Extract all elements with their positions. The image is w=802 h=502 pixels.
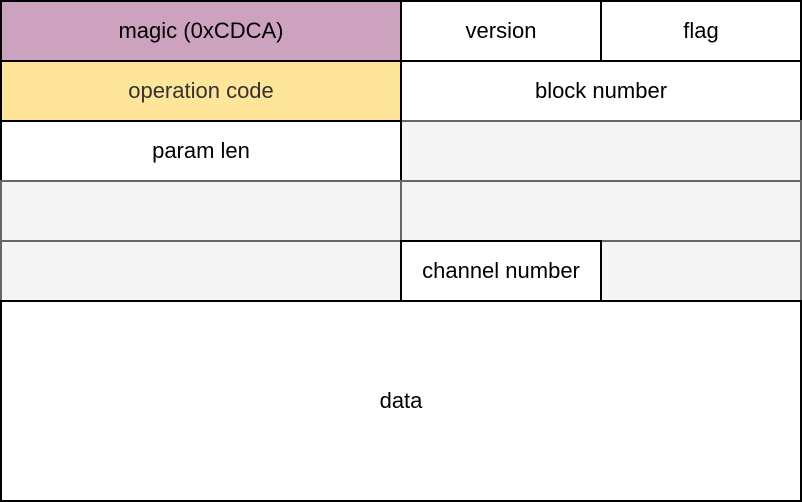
empty-field-row4-right — [400, 180, 802, 242]
version-label: version — [465, 18, 537, 43]
data-field: data — [0, 300, 802, 502]
operation-code-label: operation code — [128, 78, 274, 103]
empty-field-row4-left — [0, 180, 402, 242]
channel-number-label: channel number — [422, 258, 580, 283]
empty-field-row3-right — [400, 120, 802, 182]
magic-label: magic (0xCDCA) — [118, 18, 284, 43]
magic-field: magic (0xCDCA) — [0, 0, 402, 62]
flag-field: flag — [600, 0, 802, 62]
empty-field-row5-right — [600, 240, 802, 302]
empty-field-row5-left — [0, 240, 402, 302]
param-len-label: param len — [152, 138, 250, 163]
flag-label: flag — [683, 18, 719, 43]
block-number-field: block number — [400, 60, 802, 122]
data-label: data — [379, 388, 423, 413]
version-field: version — [400, 0, 602, 62]
operation-code-field: operation code — [0, 60, 402, 122]
channel-number-field: channel number — [400, 240, 602, 302]
param-len-field: param len — [0, 120, 402, 182]
block-number-label: block number — [534, 78, 668, 103]
